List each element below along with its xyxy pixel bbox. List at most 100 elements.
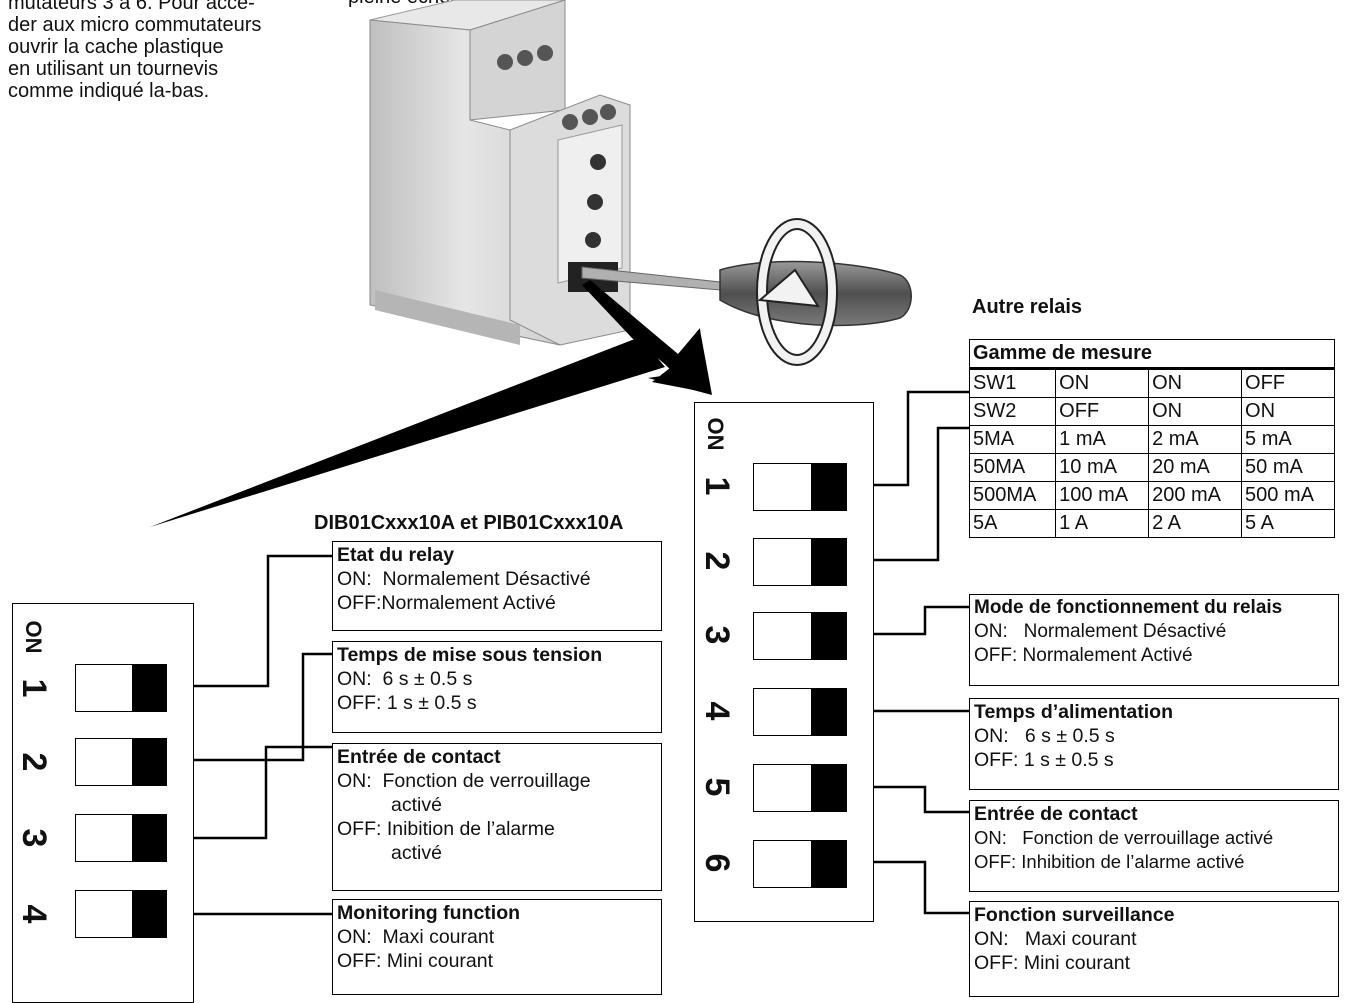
dip-switch-2[interactable]	[75, 738, 167, 786]
arrow-left-icon	[150, 337, 665, 527]
right-connector-lines	[845, 390, 970, 915]
table-row: 5MA 1 mA 2 mA 5 mA	[968, 425, 1335, 454]
intro-line: comme indiqué la-bas.	[8, 80, 210, 102]
table-row: SW2 OFF ON ON	[968, 397, 1335, 426]
left-switch-number: 1	[15, 678, 53, 698]
power-on-time-box: Temps de mise sous tension ON: 6 s ± 0.5…	[332, 641, 662, 733]
table-cell: 50 mA	[1241, 453, 1335, 482]
box-line: ON: 6 s ± 0.5 s	[337, 668, 473, 690]
box-line: OFF: 1 s ± 0.5 s	[337, 692, 477, 714]
box-line: ON: 6 s ± 0.5 s	[974, 725, 1115, 747]
table-cell: OFF	[1055, 397, 1150, 426]
dip-switch-1[interactable]	[753, 463, 847, 511]
screwdriver-illustration	[581, 218, 912, 366]
table-row: 50MA 10 mA 20 mA 50 mA	[968, 453, 1335, 482]
left-panel-heading: DIB01Cxxx10A et PIB01Cxxx10A	[314, 512, 624, 534]
box-line: ON: Maxi courant	[337, 926, 495, 948]
dip-switch-3[interactable]	[753, 612, 847, 660]
dip-switch-3[interactable]	[75, 814, 167, 862]
table-cell: 1 A	[1055, 509, 1150, 538]
box-title: Temps d’alimentation	[974, 701, 1173, 723]
table-cell: 1 mA	[1055, 425, 1150, 454]
intro-line: der aux micro commutateurs	[8, 14, 262, 36]
box-line: OFF: Inhibition de l’alarme activé	[974, 851, 1245, 872]
box-line: OFF: Mini courant	[337, 950, 494, 972]
box-line: ON: Normalement Désactivé	[337, 568, 591, 590]
intro-line: ouvrir la cache plastique	[8, 36, 224, 58]
table-row: 5A 1 A 2 A 5 A	[968, 509, 1335, 538]
box-line: OFF: 1 s ± 0.5 s	[974, 749, 1114, 771]
box-title: Temps de mise sous tension	[337, 644, 603, 666]
intro-paragraph: mutateurs 3 à 6. Pour accé- der aux micr…	[8, 0, 320, 102]
supply-time-box: Temps d’alimentation ON: 6 s ± 0.5 s OFF…	[969, 698, 1339, 790]
relay-operating-mode-box: Mode de fonctionnement du relais ON: Nor…	[969, 594, 1339, 686]
left-dip-switch-panel: ON 1 2 3 4	[12, 603, 194, 1003]
table-cell: ON	[1148, 397, 1243, 426]
table-cell: 5 mA	[1241, 425, 1335, 454]
right-switch-number: 6	[698, 853, 736, 873]
intro-line: en utilisant un tournevis	[8, 58, 219, 80]
box-line: ON: Normalement Désactivé	[974, 621, 1227, 642]
table-cell: 5MA	[968, 425, 1057, 454]
box-line: OFF:Normalement Activé	[337, 592, 556, 614]
intro-line: mutateurs 3 à 6. Pour accé-	[8, 0, 255, 14]
box-title: Monitoring function	[337, 902, 521, 924]
box-line: OFF: Inibition de l’alarme	[337, 818, 555, 840]
contact-input-box-left: Entrée de contact ON: Fonction de verrou…	[332, 743, 662, 891]
box-line: activé	[391, 794, 442, 816]
table-cell: 5A	[968, 509, 1057, 538]
table-cell: SW2	[968, 397, 1057, 426]
table-cell: 10 mA	[1055, 453, 1150, 482]
relay-device-illustration	[369, 0, 631, 346]
measurement-range-table: Gamme de mesure SW1 ON ON OFF SW2 OFF ON…	[968, 339, 1335, 538]
box-title: Entrée de contact	[974, 803, 1138, 825]
table-cell: 500MA	[968, 481, 1057, 510]
box-title: Etat du relay	[337, 544, 455, 566]
table-cell: 20 mA	[1148, 453, 1243, 482]
left-switch-number: 2	[15, 752, 53, 772]
left-on-label: ON	[21, 620, 46, 654]
left-switch-number: 4	[15, 904, 53, 924]
right-on-label: ON	[703, 417, 728, 451]
table-row: SW1 ON ON OFF	[968, 368, 1335, 398]
right-panel-heading: Autre relais	[972, 296, 1083, 318]
box-line: ON: Fonction de verrouillage activé	[974, 827, 1274, 848]
dip-switch-4[interactable]	[75, 890, 167, 938]
right-switch-number: 1	[698, 476, 736, 496]
box-title: Entrée de contact	[337, 746, 501, 768]
box-line: OFF: Mini courant	[974, 952, 1131, 974]
table-cell: ON	[1055, 368, 1150, 398]
table-cell: 2 mA	[1148, 425, 1243, 454]
table-cell: 500 mA	[1241, 481, 1335, 510]
table-cell: 50MA	[968, 453, 1057, 482]
table-cell: 100 mA	[1055, 481, 1150, 510]
table-title: Gamme de mesure	[969, 339, 1335, 370]
box-line: activé	[391, 842, 442, 864]
box-title: Fonction surveillance	[974, 904, 1175, 926]
table-row: 500MA 100 mA 200 mA 500 mA	[968, 481, 1335, 510]
dip-switch-5[interactable]	[753, 764, 847, 812]
box-line: ON: Fonction de verrouillage	[337, 770, 591, 792]
dip-switch-2[interactable]	[753, 538, 847, 586]
box-title: Mode de fonctionnement du relais	[974, 597, 1283, 618]
box-line: OFF: Normalement Activé	[974, 645, 1193, 666]
table-cell: 5 A	[1241, 509, 1335, 538]
table-cell: ON	[1148, 368, 1243, 398]
table-cell: 200 mA	[1148, 481, 1243, 510]
relay-state-box: Etat du relay ON: Normalement Désactivé …	[332, 541, 662, 631]
right-switch-number: 4	[698, 701, 736, 721]
right-switch-number: 5	[698, 777, 736, 797]
right-switch-number: 3	[698, 625, 736, 645]
right-dip-switch-panel: ON 1 2 3 4 5 6	[694, 402, 874, 922]
intro-fragment: pleine échelle.	[348, 0, 476, 9]
box-line: ON: Maxi courant	[974, 928, 1137, 950]
dip-switch-4[interactable]	[753, 688, 847, 736]
right-switch-number: 2	[698, 551, 736, 571]
monitoring-function-box: Monitoring function ON: Maxi courant OFF…	[332, 899, 662, 995]
monitoring-function-box-right: Fonction surveillance ON: Maxi courant O…	[969, 901, 1339, 997]
left-switch-number: 3	[15, 828, 53, 848]
dip-switch-6[interactable]	[753, 840, 847, 888]
dip-switch-1[interactable]	[75, 664, 167, 712]
table-cell: ON	[1241, 397, 1335, 426]
